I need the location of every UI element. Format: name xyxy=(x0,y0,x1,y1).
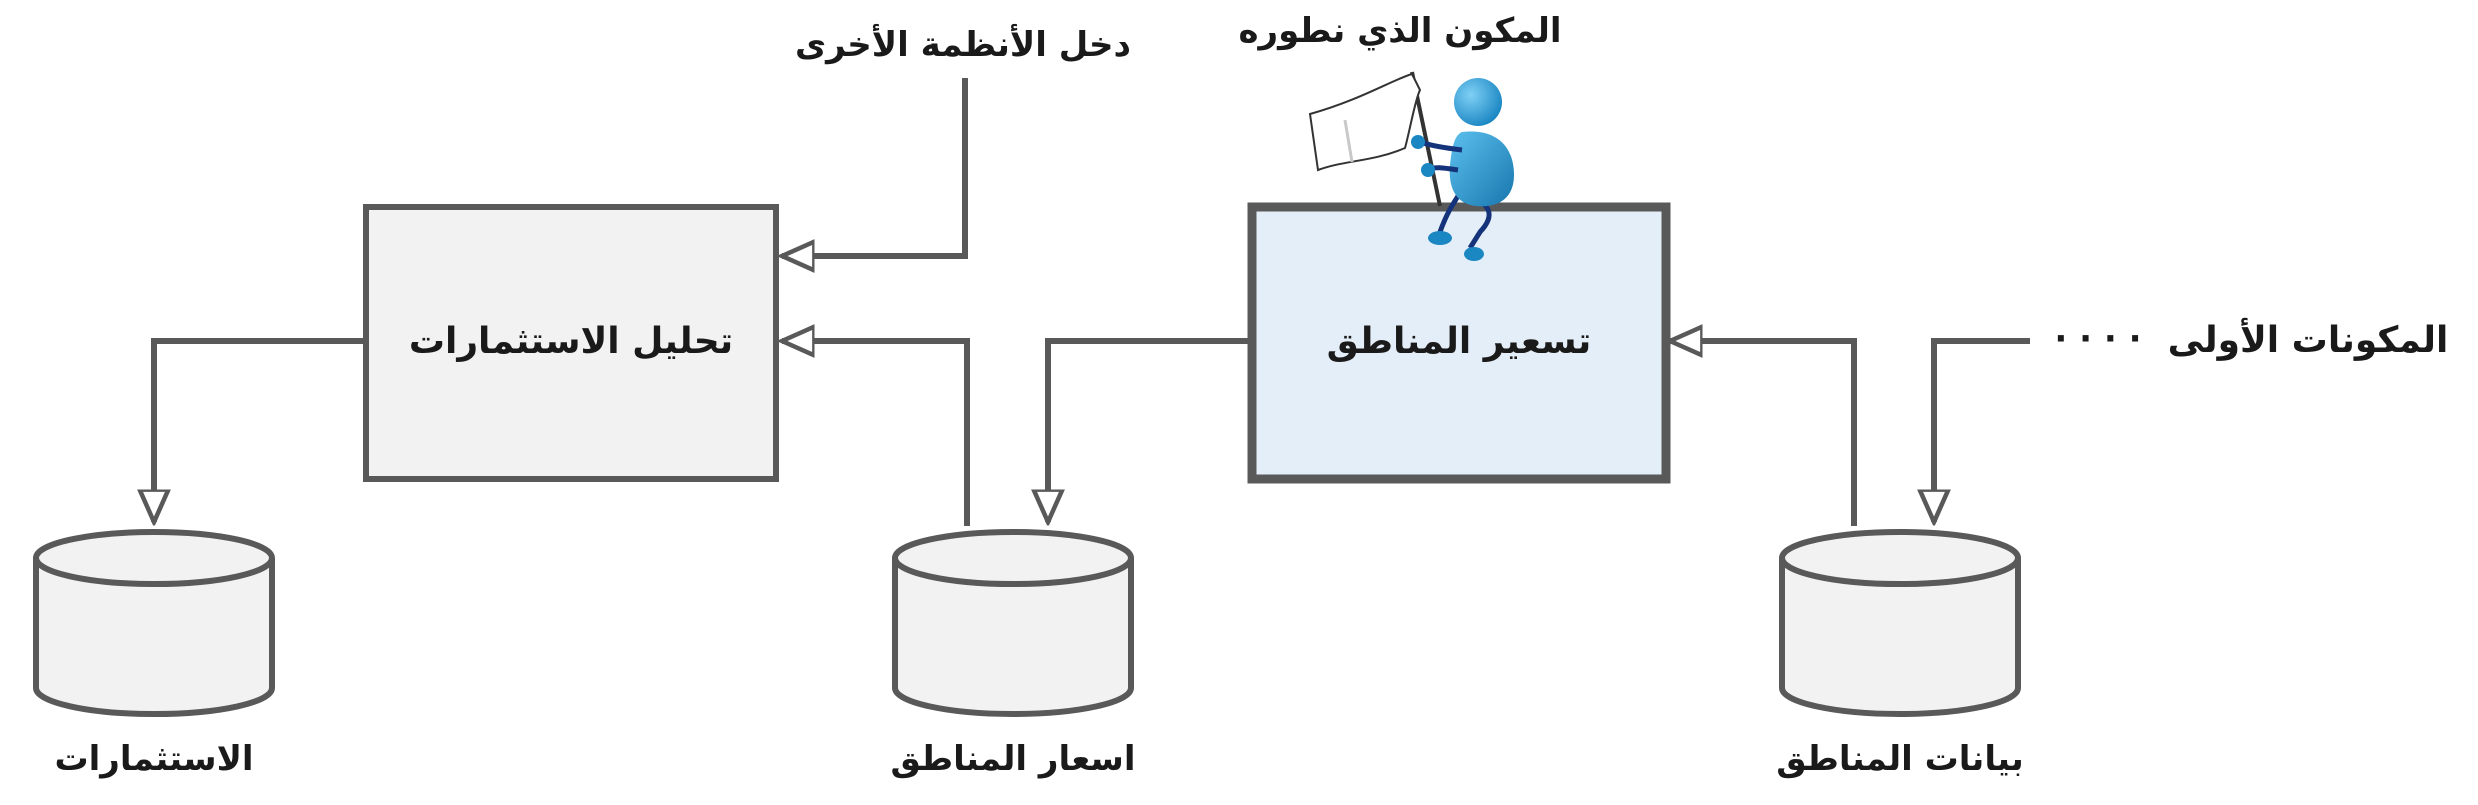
connector-analysis-to-investments xyxy=(154,338,366,522)
connector-region-data-to-pricing xyxy=(1670,341,1857,526)
investments-store: الاستثمارات xyxy=(33,529,275,779)
region-data-store: بيانات المناطق xyxy=(1776,529,2024,779)
region-pricing-label: تسعير المناطق xyxy=(1327,321,1592,362)
connector-first-components-to-region-data xyxy=(1934,338,2030,522)
investment-analysis-label: تحليل الاستثمارات xyxy=(409,321,733,362)
connector-other-systems-to-analysis xyxy=(782,78,968,256)
region-data-store-label: بيانات المناطق xyxy=(1776,739,2023,779)
dots-separator: · · · · xyxy=(2054,319,2141,359)
region-pricing-box: تسعير المناطق xyxy=(1247,202,1671,484)
first-components-label: المكونات الأولى xyxy=(2168,317,2449,361)
other-systems-input-label: دخل الأنظمة الأخرى xyxy=(795,23,1131,65)
investments-store-label: الاستثمارات xyxy=(54,739,253,779)
region-prices-store-label: اسعار المناطق xyxy=(891,739,1136,779)
region-prices-store: اسعار المناطق xyxy=(891,529,1136,779)
investment-analysis-box: تحليل الاستثمارات xyxy=(363,204,779,482)
flag-figure-icon xyxy=(1308,71,1514,261)
connector-region-prices-to-analysis xyxy=(782,341,970,526)
connector-pricing-to-region-prices xyxy=(1048,338,1252,522)
our-component-label: المكون الذي نطوره xyxy=(1238,11,1561,51)
